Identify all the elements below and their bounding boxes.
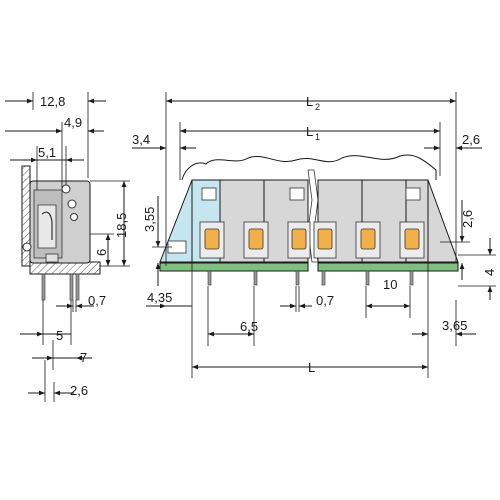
dim-front-pitch-small: 6,5 [240,319,258,334]
side-view: 12,8 4,9 5,1 18,5 6 0,7 5 [5,92,130,402]
side-hole-1 [61,184,71,194]
front-pcb-left [159,262,309,272]
dim-front-pin-width: 0,7 [316,293,334,308]
dim-front-left-offset: 3,4 [132,132,150,147]
dim-front-left-pin: 4,35 [147,290,172,305]
dim-side-pin-spacing: 5 [56,328,63,343]
front-pins [207,270,414,286]
dim-front-L1: L [306,124,313,139]
dim-front-L1-sub: 1 [315,132,320,142]
dim-side-height-total: 18,5 [114,213,129,238]
side-clamp-slot [37,204,57,249]
dim-side-pin-length: 2,6 [70,383,88,398]
front-pcb-right [317,262,459,272]
side-pin-1 [41,273,46,301]
dim-side-pin-width: 0,7 [88,293,106,308]
side-hole-4 [22,242,32,252]
dim-front-pcb-thickness: 4 [482,269,497,276]
dim-side-width-total: 12,8 [40,94,65,109]
dim-front-right-offset: 2,6 [462,132,480,147]
dim-side-pitch-top: 5,1 [38,145,56,160]
side-clamp-spring [41,211,53,240]
dim-front-right-height: 2,6 [460,210,475,228]
dim-side-pin-offset: 7 [80,350,87,365]
dim-front-pitch-large: 10 [383,277,397,292]
side-bottom-tab [45,253,59,263]
front-top-slot-1 [201,187,217,201]
dim-side-height-mid: 6 [94,249,109,256]
dim-front-right-pin: 3,65 [442,318,467,333]
front-view: L 2 L 1 3,4 2,6 3,55 2,6 4 [132,92,497,378]
front-clamp-windows [199,221,425,259]
dim-side-top-offset: 4,9 [64,115,82,130]
dim-front-L: L [308,360,315,375]
side-hole-3 [70,213,78,221]
front-top-slot-3 [405,187,421,201]
side-pin-3 [75,273,80,301]
side-pin-2 [69,273,74,301]
front-break-line [181,154,437,181]
front-right-end-cap [427,179,459,263]
front-top-slot-2 [289,187,305,201]
side-pcb-strip [29,261,101,275]
dim-front-left-height: 3,55 [142,207,157,232]
side-hole-2 [67,199,77,209]
dim-front-L2-sub: 2 [315,102,320,112]
dim-front-L2: L [306,94,313,109]
